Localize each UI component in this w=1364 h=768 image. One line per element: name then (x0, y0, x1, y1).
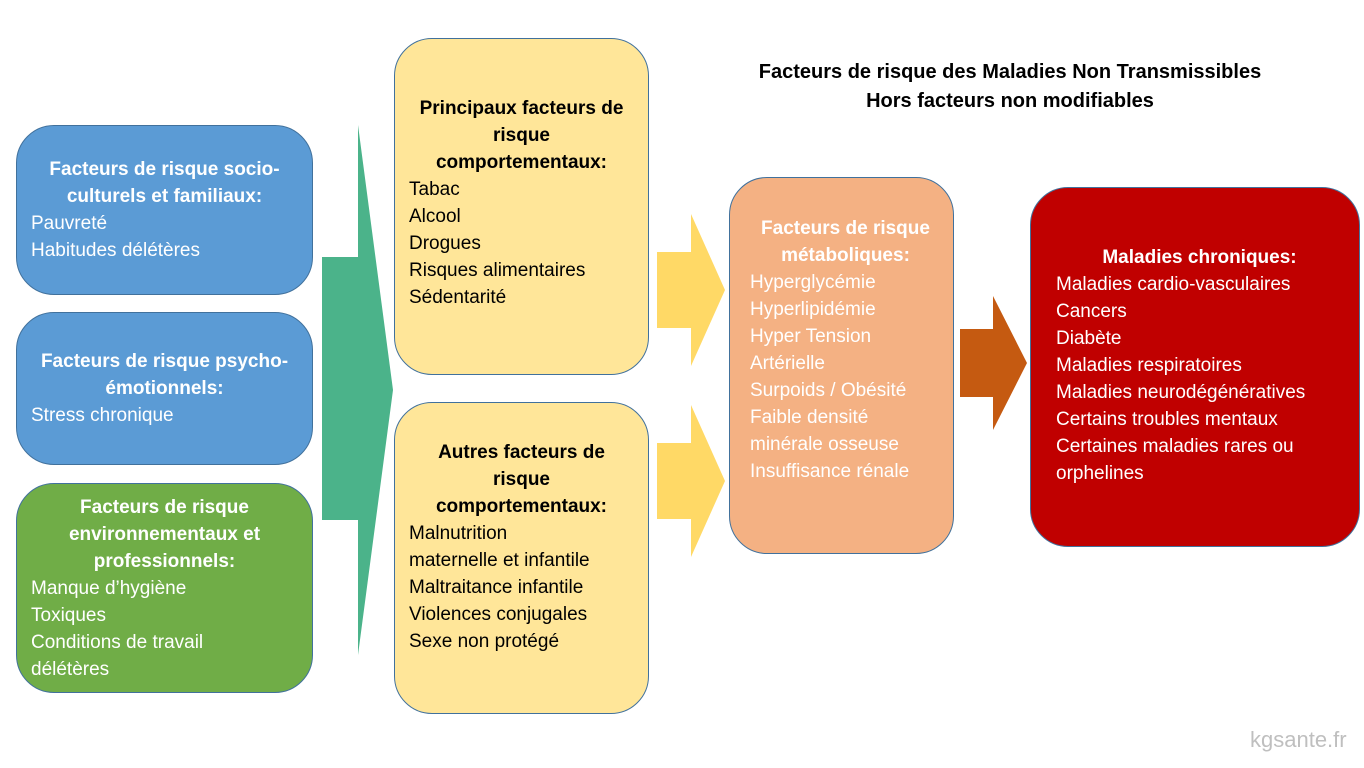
watermark: kgsante.fr (1250, 727, 1347, 752)
list-item: Tabac (409, 179, 460, 200)
title-line-1: Facteurs de risque des Maladies Non Tran… (758, 61, 1262, 83)
heading-line: risque (492, 469, 551, 490)
box-heading: Maladies chroniques: (1056, 244, 1343, 271)
heading-line: Facteurs de risque (80, 496, 249, 518)
list-item: maternelle et infantile (409, 550, 590, 571)
heading-line: culturels et familiaux: (66, 186, 263, 207)
list-item: Sédentarité (409, 287, 507, 308)
list-item: Pauvreté (31, 213, 108, 234)
diagram-title: Facteurs de risque des Maladies Non Tran… (700, 58, 1320, 116)
list-item: orphelines (1056, 463, 1144, 484)
list-item: Toxiques (31, 604, 106, 626)
heading-line: Principaux facteurs de (419, 98, 624, 119)
box-heading: Autres facteurs de risque comportementau… (409, 439, 634, 520)
heading-line: métaboliques: (781, 245, 910, 266)
box-heading: Facteurs de risque psycho- émotionnels: (31, 348, 298, 402)
list-item: Maladies cardio-vasculaires (1056, 274, 1291, 295)
box-environmental-factors: Facteurs de risque environnementaux et p… (16, 483, 313, 693)
yellow-arrow-bottom-icon (657, 405, 725, 557)
list-item: Violences conjugales (409, 604, 588, 625)
yellow-arrow-top-icon (657, 214, 725, 366)
list-item: Maladies respiratoires (1056, 355, 1242, 376)
heading-line: Facteurs de risque (761, 218, 930, 239)
box-heading: Facteurs de risque socio- culturels et f… (31, 156, 298, 210)
heading-line: émotionnels: (105, 378, 224, 399)
heading-line: Facteurs de risque psycho- (40, 351, 289, 372)
list-item: Certains troubles mentaux (1056, 409, 1278, 430)
heading-line: Autres facteurs de (438, 442, 605, 463)
list-item: Manque d’hygiène (31, 577, 187, 599)
box-heading: Principaux facteurs de risque comporteme… (409, 95, 634, 176)
heading-line: comportementaux: (435, 496, 608, 517)
list-item: Risques alimentaires (409, 260, 586, 281)
heading-line: professionnels: (93, 550, 236, 572)
list-item: Drogues (409, 233, 481, 254)
list-item: Surpoids / Obésité (750, 380, 907, 401)
list-item: Insuffisance rénale (750, 461, 910, 482)
heading-line: risque (492, 125, 551, 146)
list-item: Faible densité (750, 407, 869, 428)
box-other-behavioral-factors: Autres facteurs de risque comportementau… (394, 402, 649, 714)
box-metabolic-factors: Facteurs de risque métaboliques: Hypergl… (729, 177, 954, 554)
list-item: Conditions de travail (31, 631, 204, 653)
box-heading: Facteurs de risque métaboliques: (750, 215, 941, 269)
green-arrow-icon (322, 125, 393, 655)
list-item: Stress chronique (31, 405, 174, 426)
list-item: Habitudes délétères (31, 240, 200, 261)
orange-arrow-icon (960, 296, 1027, 430)
list-item: minérale osseuse (750, 434, 899, 455)
heading-line: Maladies chroniques: (1102, 247, 1297, 268)
list-item: Sexe non protégé (409, 631, 560, 652)
list-item: Artérielle (750, 353, 825, 374)
box-sociocultural-factors: Facteurs de risque socio- culturels et f… (16, 125, 313, 295)
list-item: Malnutrition (409, 523, 508, 544)
list-item: délétères (31, 658, 110, 680)
list-item: Hyperglycémie (750, 272, 876, 293)
list-item: Hyperlipidémie (750, 299, 876, 320)
list-item: Diabète (1056, 328, 1122, 349)
list-item: Certaines maladies rares ou (1056, 436, 1294, 457)
list-item: Maladies neurodégénératives (1056, 382, 1306, 403)
heading-line: environnementaux et (68, 523, 261, 545)
box-main-behavioral-factors: Principaux facteurs de risque comporteme… (394, 38, 649, 375)
list-item: Cancers (1056, 301, 1127, 322)
box-chronic-diseases: Maladies chroniques: Maladies cardio-vas… (1030, 187, 1360, 547)
box-psycho-emotional-factors: Facteurs de risque psycho- émotionnels: … (16, 312, 313, 465)
heading-line: Facteurs de risque socio- (49, 159, 280, 180)
title-line-2: Hors facteurs non modifiables (866, 90, 1154, 112)
list-item: Maltraitance infantile (409, 577, 584, 598)
box-heading: Facteurs de risque environnementaux et p… (31, 494, 298, 575)
list-item: Hyper Tension (750, 326, 872, 347)
heading-line: comportementaux: (435, 152, 608, 173)
list-item: Alcool (409, 206, 461, 227)
